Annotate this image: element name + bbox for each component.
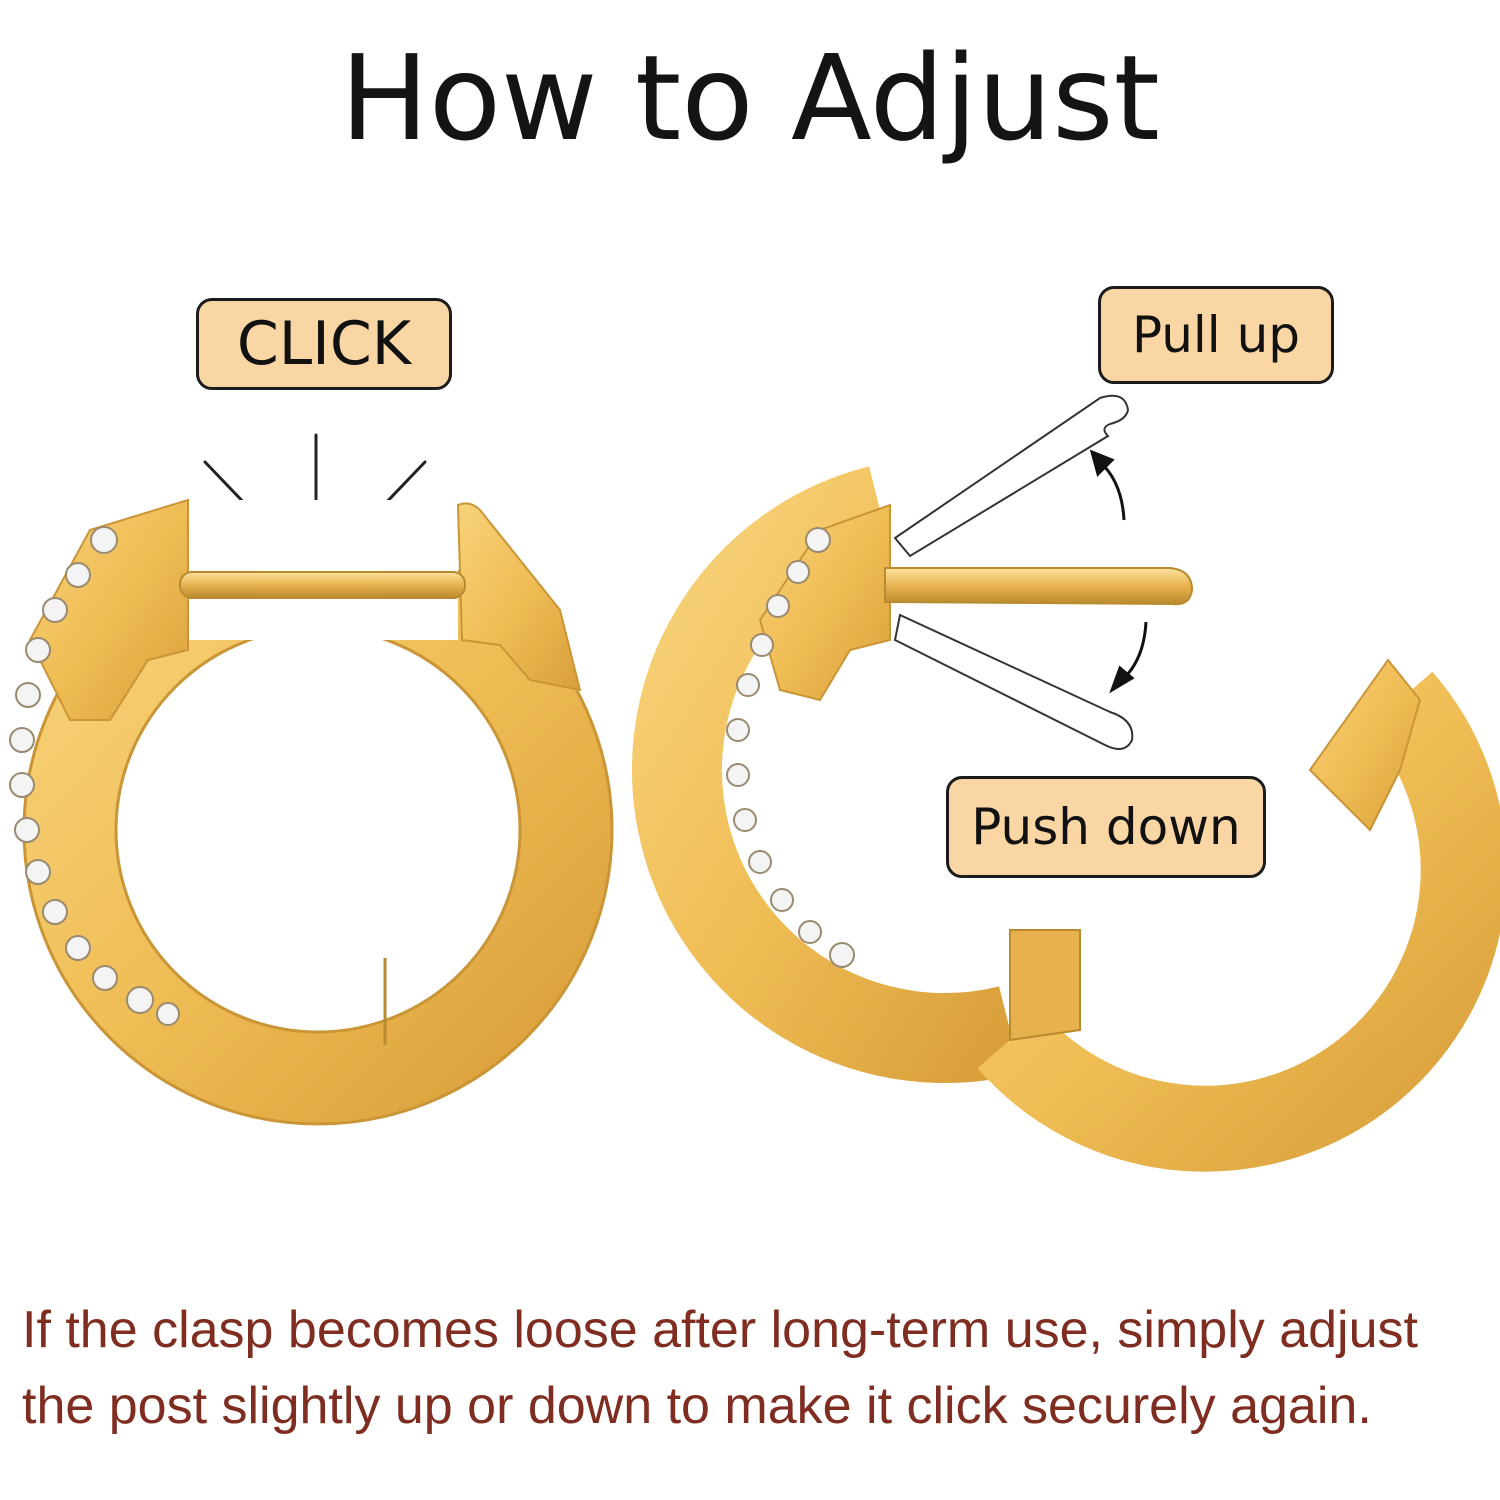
arrow-down-icon <box>1109 621 1148 694</box>
hoop-earring-open-icon <box>632 466 1500 1172</box>
page-title: How to Adjust <box>340 29 1160 167</box>
arrow-up-icon <box>1089 449 1126 521</box>
pull-up-label: Pull up <box>1098 286 1334 384</box>
ghost-post-down-icon <box>893 613 1134 750</box>
push-down-label: Push down <box>946 776 1266 878</box>
click-label: CLICK <box>196 298 452 390</box>
hoop-earring-closed-icon <box>9 498 614 1126</box>
instructions-line-1: If the clasp becomes loose after long-te… <box>22 1301 1418 1359</box>
instructions-line-2: the post slightly up or down to make it … <box>22 1377 1372 1435</box>
instructions-text: If the clasp becomes loose after long-te… <box>22 1292 1492 1444</box>
ghost-post-up-icon <box>893 394 1130 558</box>
